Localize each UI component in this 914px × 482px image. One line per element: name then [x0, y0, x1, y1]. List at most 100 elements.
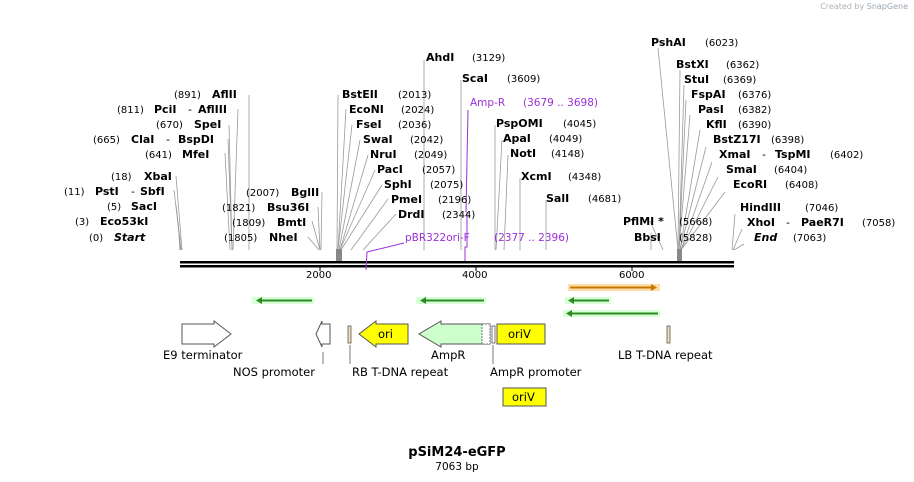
site-eco53ki-pos: (3) [75, 217, 89, 228]
sites-right: PshAI (6023) BstXI (6362) StuI (6369) Fs… [651, 36, 895, 244]
site-pspomi: PspOMI [496, 117, 543, 130]
site-hindiii: HindIII [740, 201, 781, 214]
site-bglii: BglII [291, 186, 319, 199]
site-nrui: NruI [370, 148, 397, 161]
oriv-box-1 [496, 323, 546, 345]
ampr-promoter-box [491, 325, 496, 344]
site-xbai-pos: (18) [111, 172, 132, 183]
label-ampr: AmpR [431, 348, 465, 362]
site-clai-pos: (665) [93, 135, 120, 146]
label-oriv-1: oriV [508, 327, 531, 341]
svg-text:(4049): (4049) [549, 134, 582, 145]
site-tspmi: TspMI [775, 148, 811, 161]
site-drdi: DrdI [398, 208, 425, 221]
site-psti-pos: (11) [64, 187, 85, 198]
site-spei-pos: (670) [156, 120, 183, 131]
svg-text:-: - [786, 216, 790, 229]
map-length: 7063 bp [435, 461, 479, 473]
site-sphi: SphI [384, 178, 412, 191]
site-ecori: EcoRI [733, 178, 767, 191]
svg-text:(2196): (2196) [438, 195, 471, 206]
lb-tdna-repeat-box [666, 325, 671, 344]
site-start: Start [114, 231, 146, 244]
site-bstz17i: BstZ17I [713, 133, 761, 146]
site-saci-pos: (5) [107, 202, 121, 213]
svg-text:(7063): (7063) [793, 233, 826, 244]
svg-text:(6390): (6390) [738, 120, 771, 131]
svg-text:(6402): (6402) [830, 150, 863, 161]
site-xcmi: XcmI [521, 170, 552, 183]
ampr-promoter-overlap [481, 323, 491, 345]
svg-text:(2036): (2036) [398, 120, 431, 131]
nos-promoter-arrow [315, 320, 331, 348]
site-mfei-pos: (641) [145, 150, 172, 161]
site-apai: ApaI [503, 132, 531, 145]
svg-text:-: - [166, 133, 170, 146]
svg-text:(5668): (5668) [679, 217, 712, 228]
oriv-box-2 [502, 387, 547, 407]
label-nos-promoter: NOS promoter [233, 365, 315, 379]
site-bsu36i: Bsu36I [267, 201, 309, 214]
svg-text:(4681): (4681) [588, 194, 621, 205]
svg-text:(4045): (4045) [563, 119, 596, 130]
primer-labels: Amp-R (3679 .. 3698) pBR322ori-F (2377 .… [405, 97, 598, 244]
primer-amp-r-range: (3679 .. 3698) [523, 97, 598, 109]
svg-text:(2075): (2075) [430, 180, 463, 191]
site-spei: SpeI [194, 118, 221, 131]
svg-text:(6398): (6398) [771, 135, 804, 146]
sites-center: AhdI (3129) ScaI (3609) PspOMI (4045) Ap… [426, 51, 712, 244]
svg-text:(4148): (4148) [551, 149, 584, 160]
site-xbai: XbaI [144, 170, 172, 183]
svg-text:(2049): (2049) [414, 150, 447, 161]
site-bglii-pos: (2007) [246, 188, 279, 199]
svg-text:(6408): (6408) [785, 180, 818, 191]
site-xhoi: XhoI [747, 216, 775, 229]
sites-mid: BstEII (2013) EcoNI (2024) FseI (2036) S… [342, 88, 475, 221]
site-bmti: BmtI [277, 216, 306, 229]
svg-text:(2057): (2057) [422, 165, 455, 176]
site-bsteii: BstEII [342, 88, 378, 101]
site-pasi: PasI [698, 103, 724, 116]
svg-text:(3609): (3609) [507, 74, 540, 85]
label-oriv-2: oriV [512, 390, 535, 404]
site-start-pos: (0) [89, 233, 103, 244]
site-pflmi: PflMI * [623, 215, 664, 228]
svg-text:(2344): (2344) [442, 210, 475, 221]
site-bspdi: BspDI [178, 133, 214, 146]
snapgene-credit: Created by SnapGene [820, 2, 908, 11]
svg-text:(6369): (6369) [723, 75, 756, 86]
svg-text:(2042): (2042) [410, 135, 443, 146]
site-sali: SalI [546, 192, 569, 205]
site-xmai: XmaI [719, 148, 750, 161]
svg-text:-: - [131, 185, 135, 198]
site-fspai: FspAI [691, 88, 726, 101]
site-pshai: PshAI [651, 36, 686, 49]
svg-text:(2013): (2013) [398, 90, 431, 101]
primer-pbr322ori-f-range: (2377 .. 2396) [494, 232, 569, 244]
svg-text:(7058): (7058) [862, 218, 895, 229]
site-aflii-pos: (891) [174, 90, 201, 101]
site-swai: SwaI [363, 133, 393, 146]
site-kfli: KflI [706, 118, 727, 131]
svg-text:(4348): (4348) [568, 172, 601, 183]
site-ahdi: AhdI [426, 51, 454, 64]
site-cluster-marks [336, 249, 682, 261]
site-pcii-pos: (811) [117, 105, 144, 116]
site-nhei: NheI [269, 231, 298, 244]
site-bmti-pos: (1809) [232, 218, 265, 229]
svg-text:(6404): (6404) [774, 165, 807, 176]
ruler-tick-6000: 6000 [619, 270, 644, 281]
primer-amp-r: Amp-R [470, 97, 505, 109]
svg-text:(2024): (2024) [401, 105, 434, 116]
label-rb-tdna: RB T-DNA repeat [352, 365, 449, 379]
svg-text:(7046): (7046) [805, 203, 838, 214]
sites-mid-left: (2007) BglII (1821) Bsu36I (1809) BmtI (… [222, 186, 319, 244]
site-lines [173, 47, 745, 251]
primer-amp-r-leader [465, 109, 469, 213]
ruler-tick-4000: 4000 [462, 270, 487, 281]
feature-labels: E9 terminator NOS promoter RB T-DNA repe… [163, 327, 713, 404]
site-paer7i: PaeR7I [801, 216, 844, 229]
site-bstxi: BstXI [676, 58, 709, 71]
site-pmei: PmeI [391, 193, 422, 206]
